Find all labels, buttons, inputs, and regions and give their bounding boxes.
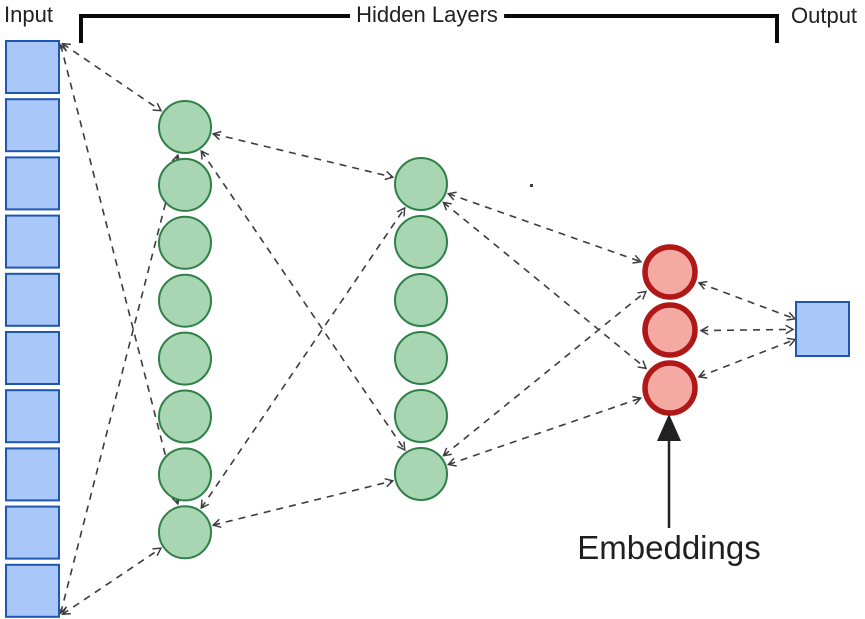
hidden-node bbox=[158, 157, 212, 212]
input-node bbox=[5, 505, 60, 560]
connection-line bbox=[446, 395, 643, 467]
input-node bbox=[5, 447, 60, 502]
input-node bbox=[5, 563, 60, 618]
connection-line bbox=[200, 149, 406, 452]
output-node bbox=[795, 301, 850, 357]
hidden-node bbox=[158, 505, 212, 560]
connection-line bbox=[699, 324, 795, 336]
output-label: Output bbox=[791, 3, 858, 28]
input-node bbox=[5, 40, 60, 94]
embedding-node bbox=[642, 244, 698, 300]
hidden-node bbox=[158, 331, 212, 386]
input-label: Input bbox=[4, 2, 53, 27]
connection-line bbox=[61, 42, 163, 112]
hidden-node bbox=[394, 331, 448, 385]
connection-line bbox=[200, 206, 406, 510]
hidden-node bbox=[158, 100, 212, 154]
hidden-node bbox=[394, 273, 448, 327]
hidden-layers-label: Hidden Layers bbox=[350, 2, 504, 28]
hidden-node bbox=[394, 389, 448, 443]
hidden-node bbox=[158, 389, 212, 444]
input-node bbox=[5, 214, 60, 269]
connection-line bbox=[697, 280, 797, 321]
connection-line bbox=[697, 337, 797, 379]
input-node bbox=[5, 156, 60, 211]
hidden-node bbox=[394, 447, 448, 501]
connection-line bbox=[211, 130, 395, 181]
embedding-node bbox=[642, 360, 698, 416]
connection-line bbox=[211, 477, 395, 529]
connection-line bbox=[442, 290, 648, 457]
connection-line bbox=[442, 201, 648, 370]
connection-line bbox=[446, 191, 643, 264]
hidden-node bbox=[394, 157, 448, 211]
hidden-node bbox=[158, 215, 212, 270]
input-node bbox=[5, 331, 60, 385]
connection-line bbox=[61, 547, 163, 616]
connection-line bbox=[57, 153, 181, 615]
input-node bbox=[5, 389, 60, 444]
stray-mark bbox=[530, 184, 533, 187]
hidden-node bbox=[394, 215, 448, 269]
hidden-node bbox=[158, 273, 212, 328]
embeddings-arrow-head-icon bbox=[657, 414, 681, 441]
embeddings-label: Embeddings bbox=[577, 529, 761, 566]
embedding-node bbox=[642, 302, 698, 358]
connection-line bbox=[57, 43, 181, 506]
hidden-node bbox=[158, 447, 212, 502]
input-node bbox=[5, 98, 60, 153]
input-node bbox=[5, 272, 60, 327]
